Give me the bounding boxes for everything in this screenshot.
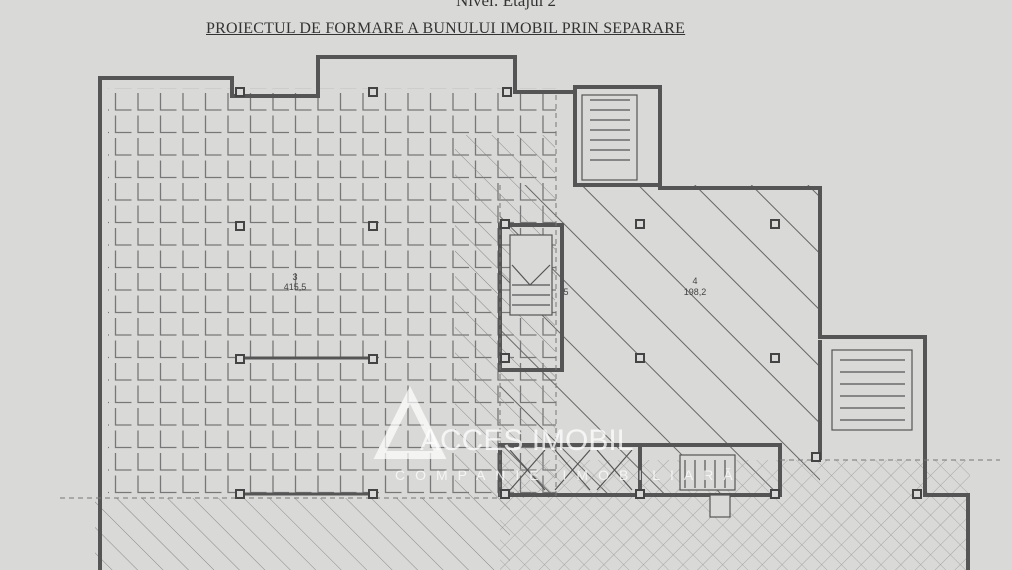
level-label: Nivel: Etajul 2 [455, 0, 557, 10]
room-4-number: 4 [692, 276, 697, 286]
columns [235, 87, 922, 499]
stairs [509, 94, 913, 518]
document-title: PROIECTUL DE FORMARE A BUNULUI IMOBIL PR… [206, 20, 686, 37]
svg-text:ACCES IMOBIL: ACCES IMOBIL [420, 424, 633, 457]
room-3-number: 3 [292, 272, 297, 282]
room-3-area [108, 88, 556, 498]
watermark-logo: ACCES IMOBIL COMPANIE IMOBILIARĂ [373, 386, 743, 483]
svg-text:COMPANIE IMOBILIARĂ: COMPANIE IMOBILIARĂ [395, 467, 743, 483]
room-3-area-label: 415,5 [284, 282, 307, 292]
room-bottom-left-area [95, 498, 510, 570]
room-5-number: 5 [563, 287, 568, 297]
room-4-area-label: 198,2 [684, 287, 707, 297]
